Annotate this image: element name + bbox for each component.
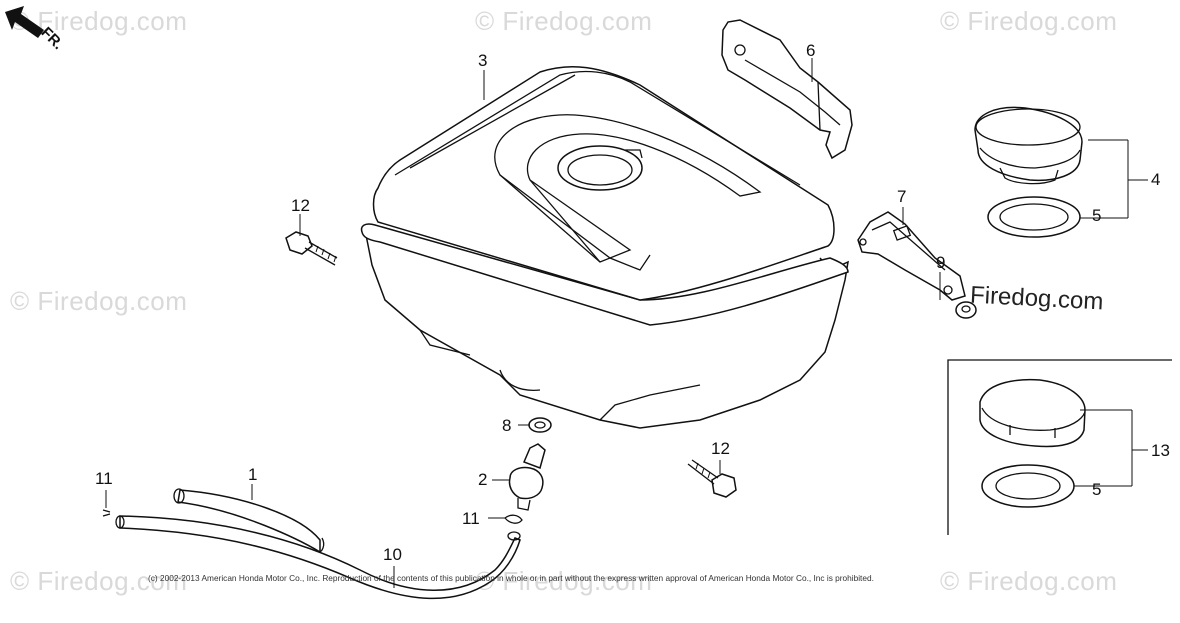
flange-bolt-lower	[687, 459, 737, 498]
front-direction-arrow-icon	[5, 6, 44, 38]
callout-12: 12	[711, 439, 730, 458]
callout-9: 9	[936, 253, 946, 272]
callout-7: 7	[897, 187, 907, 206]
packing-washer	[528, 417, 552, 433]
watermark: © Firedog.com	[10, 286, 188, 316]
callout-3: 3	[478, 51, 488, 70]
fuel-tank	[360, 65, 849, 429]
callout-11: 11	[95, 469, 113, 488]
tank-bracket	[721, 19, 853, 160]
fuel-valve	[508, 443, 546, 511]
leader-lines	[105, 58, 1148, 588]
callout-5: 5	[1092, 480, 1102, 499]
callout-10: 10	[383, 545, 402, 564]
optional-cap-inset	[947, 359, 1172, 535]
filler-cap	[974, 106, 1083, 185]
callout-13: 13	[1151, 441, 1170, 460]
watermark: © Firedog.com	[475, 6, 653, 36]
hose-clip	[102, 509, 523, 524]
callout-6: 6	[806, 41, 816, 60]
watermark: © Firedog.com	[940, 6, 1118, 36]
callout-4: 4	[1151, 170, 1161, 189]
callout-12: 12	[291, 196, 310, 215]
callout-2: 2	[478, 470, 488, 489]
fuel-hose-long	[115, 515, 521, 600]
cap-gasket	[987, 196, 1081, 238]
callout-1: 1	[248, 465, 258, 484]
fuel-level-plate	[857, 211, 966, 301]
watermark: © Firedog.com	[940, 566, 1118, 596]
copyright-notice: (c) 2002-2013 American Honda Motor Co., …	[148, 573, 874, 583]
callout-11: 11	[462, 509, 480, 528]
flange-bolt-upper	[285, 231, 338, 266]
watermark: © Firedog.com	[475, 566, 653, 596]
watermark: © Firedog.com	[10, 566, 188, 596]
hex-nut	[955, 301, 977, 319]
callout-5: 5	[1092, 206, 1102, 225]
callout-8: 8	[502, 416, 512, 435]
